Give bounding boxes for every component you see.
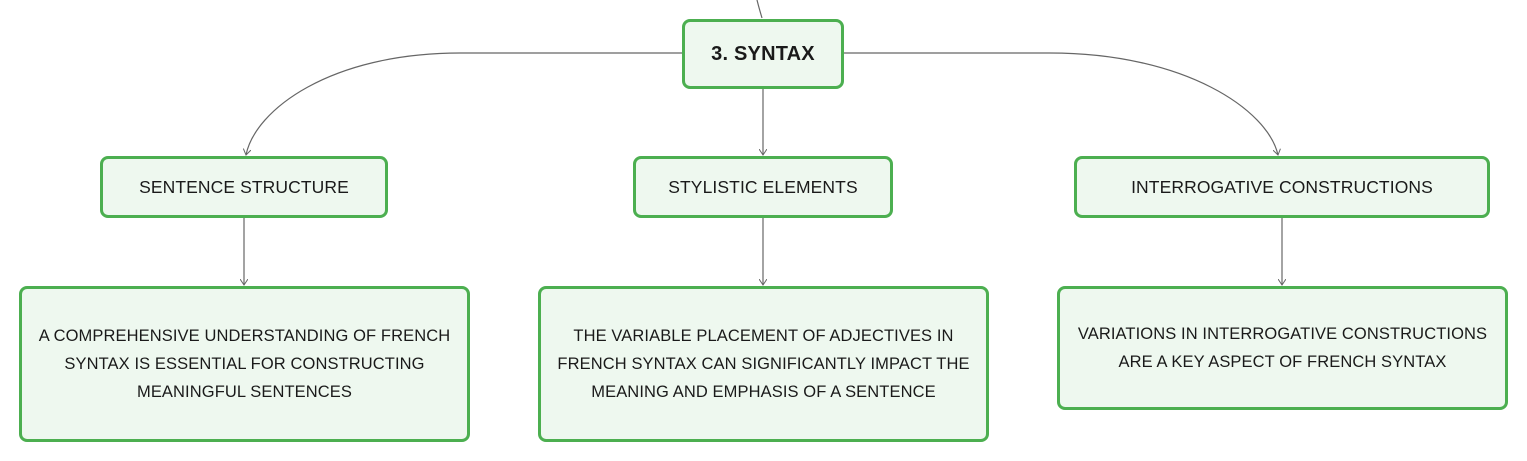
root-node-label: 3. SYNTAX	[711, 42, 815, 65]
detail-node-text: THE VARIABLE PLACEMENT OF ADJECTIVES IN …	[557, 327, 970, 401]
root-node[interactable]: 3. SYNTAX	[682, 19, 844, 89]
connector-parent-to-root	[756, 0, 763, 19]
topic-node-label: STYLISTIC ELEMENTS	[668, 176, 858, 197]
detail-node-sentence-structure[interactable]: A COMPREHENSIVE UNDERSTANDING OF FRENCH …	[19, 286, 470, 442]
topic-node-label: SENTENCE STRUCTURE	[139, 176, 349, 197]
topic-node-label: INTERROGATIVE CONSTRUCTIONS	[1131, 176, 1433, 197]
detail-node-stylistic-elements[interactable]: THE VARIABLE PLACEMENT OF ADJECTIVES IN …	[538, 286, 989, 442]
topic-node-stylistic-elements[interactable]: STYLISTIC ELEMENTS	[633, 156, 893, 218]
topic-node-interrogative-constructions[interactable]: INTERROGATIVE CONSTRUCTIONS	[1074, 156, 1490, 218]
connector-root-to-topic-3	[844, 52, 1278, 155]
detail-node-interrogative-constructions[interactable]: VARIATIONS IN INTERROGATIVE CONSTRUCTION…	[1057, 286, 1508, 410]
connector-root-to-topic-1	[246, 52, 682, 155]
detail-node-text: A COMPREHENSIVE UNDERSTANDING OF FRENCH …	[38, 327, 451, 401]
topic-node-sentence-structure[interactable]: SENTENCE STRUCTURE	[100, 156, 388, 218]
detail-node-text: VARIATIONS IN INTERROGATIVE CONSTRUCTION…	[1077, 325, 1488, 371]
